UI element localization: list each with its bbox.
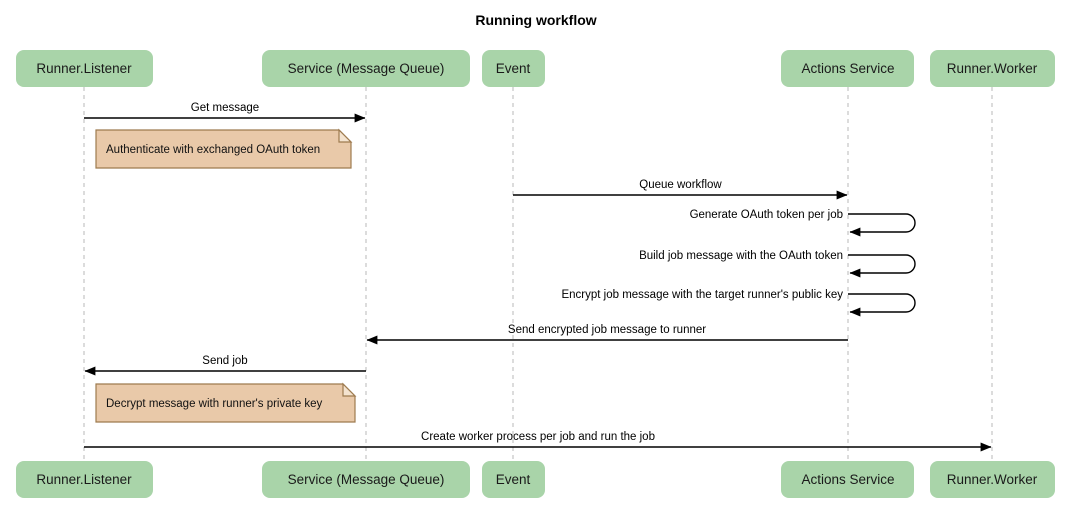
participants-bottom-group: Runner.Listener Service (Message Queue) Ev… (16, 461, 1055, 498)
participant-box (482, 50, 545, 87)
participant-label: Event (496, 61, 531, 76)
message-queue-workflow[interactable]: Queue workflow (513, 179, 848, 200)
message-build-job-message[interactable]: Build job message with the OAuth token (639, 250, 916, 278)
participant-label: Event (496, 472, 531, 487)
note-authenticate-note: Authenticate with exchanged OAuth token (95, 128, 353, 169)
participant-box (262, 50, 470, 87)
participant-label: Actions Service (801, 61, 894, 76)
participant-label: Service (Message Queue) (288, 61, 445, 76)
note-text: Decrypt message with runner's private ke… (106, 398, 323, 410)
participant-runner-listener-top[interactable]: Runner.Listener (16, 50, 153, 87)
message-label: Send encrypted job message to runner (508, 324, 706, 336)
participant-label: Actions Service (801, 472, 894, 487)
participant-label: Service (Message Queue) (288, 472, 445, 487)
participant-box (16, 50, 153, 87)
message-line (848, 293, 916, 317)
message-send-job[interactable]: Send job (84, 355, 366, 376)
participant-service-message-queue-bottom[interactable]: Service (Message Queue) (262, 461, 470, 498)
participant-event-bottom[interactable]: Event (482, 461, 545, 498)
participant-actions-service-bottom[interactable]: Actions Service (781, 461, 914, 498)
message-send-encrypted-job-message[interactable]: Send encrypted job message to runner (366, 324, 848, 345)
message-label: Send job (202, 355, 247, 367)
participants-top-group: Runner.Listener Service (Message Queue) Ev… (16, 50, 1055, 87)
message-encrypt-job-message[interactable]: Encrypt job message with the target runn… (561, 289, 916, 317)
message-label: Get message (191, 102, 259, 114)
participant-service-message-queue-top[interactable]: Service (Message Queue) (262, 50, 470, 87)
participant-box (930, 50, 1055, 87)
participant-runner-worker-top[interactable]: Runner.Worker (930, 50, 1055, 87)
participant-box (781, 461, 914, 498)
message-get-message[interactable]: Get message (84, 102, 366, 123)
participant-label: Runner.Listener (36, 472, 132, 487)
note-body (95, 129, 352, 169)
note-decrypt-note: Decrypt message with runner's private ke… (95, 382, 357, 423)
message-label: Build job message with the OAuth token (639, 250, 843, 262)
notes-group: Authenticate with exchanged OAuth tokenD… (95, 128, 357, 423)
message-generate-oauth-token-per-job[interactable]: Generate OAuth token per job (690, 209, 916, 237)
message-label: Encrypt job message with the target runn… (561, 289, 843, 301)
lifelines-group (83, 87, 993, 461)
note-fold-corner-icon (342, 382, 357, 397)
participant-box (262, 461, 470, 498)
diagram-title: Running workflow (475, 12, 596, 28)
participant-box (482, 461, 545, 498)
message-label: Generate OAuth token per job (690, 209, 843, 221)
participant-label: Runner.Listener (36, 61, 132, 76)
message-line (848, 213, 916, 237)
participant-actions-service-top[interactable]: Actions Service (781, 50, 914, 87)
participant-runner-listener-bottom[interactable]: Runner.Listener (16, 461, 153, 498)
note-body (95, 383, 356, 423)
participant-box (930, 461, 1055, 498)
participant-box (781, 50, 914, 87)
participant-runner-worker-bottom[interactable]: Runner.Worker (930, 461, 1055, 498)
participant-box (16, 461, 153, 498)
message-label: Queue workflow (639, 179, 722, 191)
message-label: Create worker process per job and run th… (421, 431, 655, 443)
message-create-worker-process[interactable]: Create worker process per job and run th… (84, 431, 992, 452)
message-line (848, 254, 916, 278)
participant-event-top[interactable]: Event (482, 50, 545, 87)
note-text: Authenticate with exchanged OAuth token (106, 144, 320, 156)
participant-label: Runner.Worker (947, 61, 1038, 76)
participant-label: Runner.Worker (947, 472, 1038, 487)
note-fold-corner-icon (338, 128, 353, 143)
